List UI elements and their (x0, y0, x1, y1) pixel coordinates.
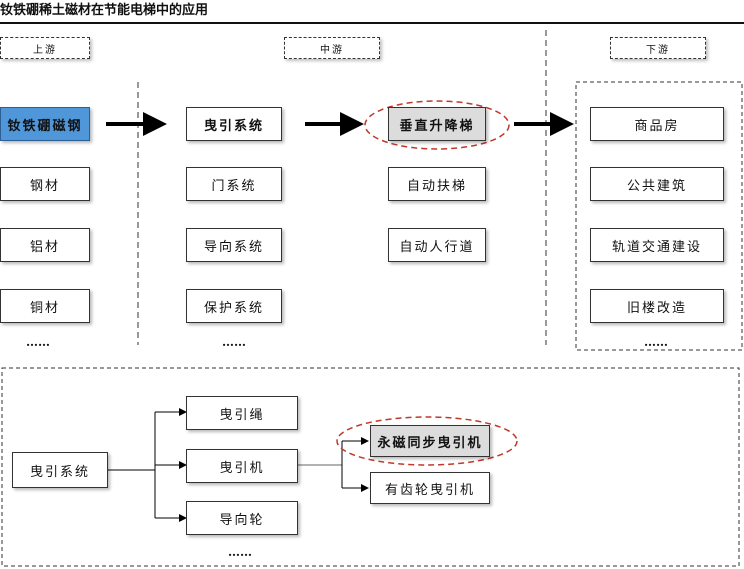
upstream-more: …… (26, 335, 50, 349)
machine-type-geared: 有齿轮曳引机 (370, 472, 490, 504)
downstream-more: …… (644, 335, 668, 349)
downstream-item-public-building: 公共建筑 (590, 167, 724, 201)
traction-child-rope: 曳引绳 (186, 396, 298, 430)
midstream-product-vertical-elevator: 垂直升降梯 (388, 107, 486, 141)
downstream-item-commercial-housing: 商品房 (590, 107, 724, 141)
upstream-item-steel: 钢材 (0, 167, 90, 201)
title-rule (0, 22, 744, 24)
downstream-item-rail-transit: 轨道交通建设 (590, 228, 724, 262)
highlight-ellipse-elevator (364, 100, 510, 150)
midstream-system-guide: 导向系统 (186, 228, 282, 262)
stage-header-downstream: 下游 (610, 37, 706, 59)
traction-region (1, 367, 740, 567)
midstream-system-door: 门系统 (186, 167, 282, 201)
traction-root: 曳引系统 (12, 452, 108, 488)
midstream-systems-more: …… (222, 335, 246, 349)
midstream-product-escalator: 自动扶梯 (388, 167, 486, 201)
traction-child-machine: 曳引机 (186, 449, 298, 483)
machine-type-pmsm: 永磁同步曳引机 (370, 425, 490, 457)
upstream-item-aluminum: 铝材 (0, 228, 90, 262)
page-title: 钕铁硼稀土磁材在节能电梯中的应用 (0, 3, 209, 18)
stage-header-upstream: 上游 (0, 37, 90, 59)
highlight-ellipse-pmsm (336, 416, 518, 466)
traction-children-more: …… (228, 545, 252, 559)
traction-child-guide-wheel: 导向轮 (186, 501, 298, 535)
upstream-item-ndfeb-magnet: 钕铁硼磁钢 (0, 107, 90, 141)
downstream-item-old-building-renovation: 旧楼改造 (590, 289, 724, 323)
midstream-system-traction: 曳引系统 (186, 107, 282, 141)
midstream-system-protection: 保护系统 (186, 289, 282, 323)
upstream-item-copper: 铜材 (0, 289, 90, 323)
midstream-product-moving-walkway: 自动人行道 (388, 228, 486, 262)
stage-header-midstream: 中游 (284, 37, 380, 59)
